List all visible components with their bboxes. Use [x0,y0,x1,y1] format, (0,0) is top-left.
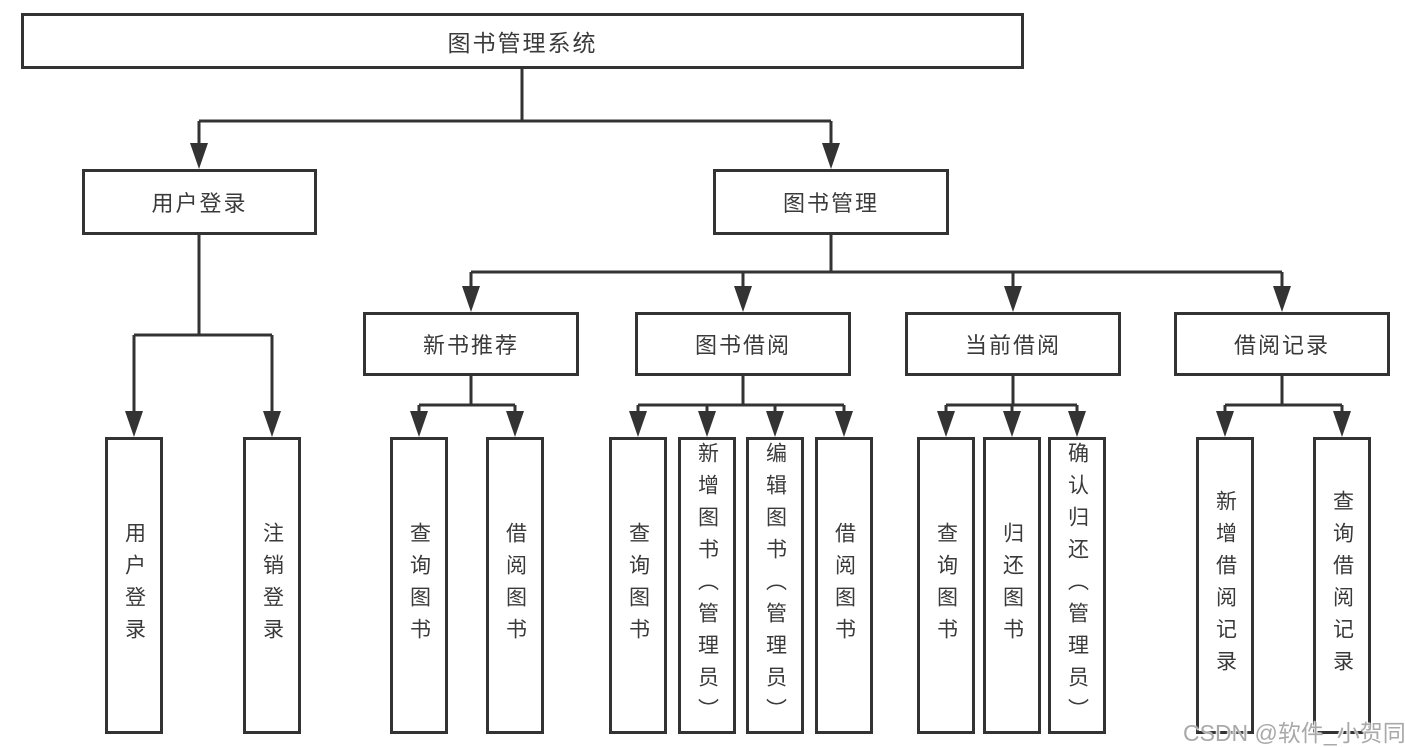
leaf-query-borrow-record-label: 查询借阅记录 [1330,489,1354,682]
arrow-head [506,411,524,437]
node-book-borrowing: 图书借阅 [635,312,851,376]
leaf-query-books-borrowing-label: 查询图书 [626,521,650,650]
leaf-user-login: 用户登录 [105,437,163,734]
node-user-login: 用户登录 [82,169,317,235]
node-borrowing-records-label: 借阅记录 [1233,333,1330,358]
leaf-edit-books-admin-label: 编辑图书（管理员） [763,441,787,730]
leaf-logout-label: 注销登录 [260,521,284,650]
arrow-heads-group [125,143,1351,437]
leaf-confirm-return-admin-label: 确认归还（管理员） [1065,441,1089,730]
leaf-add-borrow-record: 新增借阅记录 [1196,437,1254,734]
leaf-borrow-books-recommend-label: 借阅图书 [503,521,527,650]
arrow-head [1216,411,1234,437]
arrow-head [629,411,647,437]
leaf-add-borrow-record-label: 新增借阅记录 [1213,489,1237,682]
node-book-borrowing-label: 图书借阅 [694,333,791,358]
leaf-add-books-admin: 新增图书（管理员） [678,437,736,734]
arrow-head [822,143,840,169]
node-root-library-system: 图书管理系统 [21,13,1024,69]
watermark: CSDN @软件_小贺同学 [1183,720,1405,746]
leaf-query-books-recommend: 查询图书 [390,437,448,734]
arrow-head [410,411,428,437]
arrow-head [835,411,853,437]
node-new-book-recommend-label: 新书推荐 [422,333,519,358]
arrow-head [462,286,480,312]
leaf-confirm-return-admin: 确认归还（管理员） [1048,437,1106,734]
arrow-head [1273,286,1291,312]
arrow-head [125,411,143,437]
arrow-head [1333,411,1351,437]
leaf-query-books-current: 查询图书 [917,437,975,734]
node-current-borrowing: 当前借阅 [905,312,1121,376]
leaf-user-login-label: 用户登录 [122,521,146,650]
node-book-management-label: 图书管理 [782,191,879,216]
arrow-head [190,143,208,169]
leaf-query-books-recommend-label: 查询图书 [407,521,431,650]
node-current-borrowing-label: 当前借阅 [964,333,1061,358]
leaf-query-books-borrowing: 查询图书 [609,437,667,734]
leaf-return-books-label: 归还图书 [1000,521,1024,650]
node-new-book-recommend: 新书推荐 [363,312,579,376]
arrow-head [698,411,716,437]
leaf-query-borrow-record: 查询借阅记录 [1313,437,1371,734]
leaf-logout: 注销登录 [243,437,301,734]
node-root-label: 图书管理系统 [447,30,598,56]
arrow-head [1003,411,1021,437]
arrow-head [937,411,955,437]
arrow-head [1004,286,1022,312]
node-book-management: 图书管理 [713,169,949,235]
leaf-edit-books-admin: 编辑图书（管理员） [746,437,804,734]
leaf-add-books-admin-label: 新增图书（管理员） [695,441,719,730]
arrow-head [263,411,281,437]
leaf-borrow-books-label: 借阅图书 [832,521,856,650]
node-borrowing-records: 借阅记录 [1174,312,1390,376]
arrow-head [766,411,784,437]
leaf-borrow-books-recommend: 借阅图书 [486,437,544,734]
leaf-query-books-current-label: 查询图书 [934,521,958,650]
arrow-head [734,286,752,312]
arrow-head [1068,411,1086,437]
leaf-return-books: 归还图书 [983,437,1041,734]
leaf-borrow-books: 借阅图书 [815,437,873,734]
node-user-login-label: 用户登录 [151,191,248,216]
